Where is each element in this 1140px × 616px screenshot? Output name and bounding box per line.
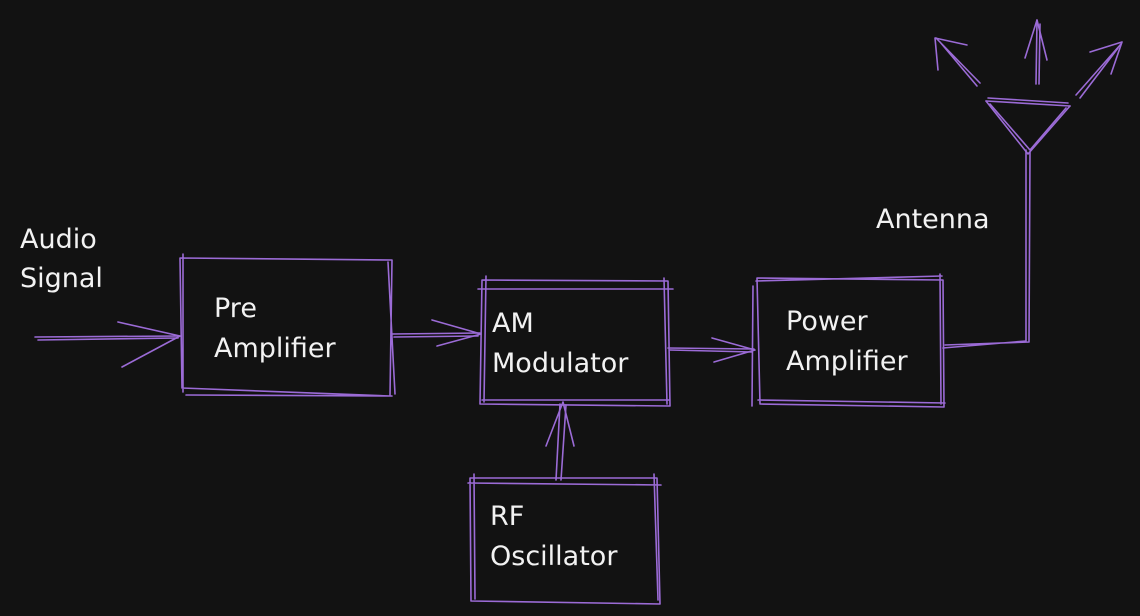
- power-amplifier-label-line-2: Amplifier: [786, 346, 909, 377]
- feed-line-to-antenna: [942, 149, 1031, 349]
- arrow-preamp-to-modulator: [391, 319, 482, 347]
- power-amplifier-block[interactable]: Power Amplifier: [751, 273, 946, 408]
- arrow-oscillator-to-modulator: [545, 401, 575, 481]
- am-modulator-label-line-2: Modulator: [492, 348, 629, 379]
- audio-signal-label: Audio Signal: [20, 224, 103, 294]
- arrow-audio-to-preamp: [34, 321, 181, 368]
- pre-amplifier-label-line-1: Pre: [214, 293, 257, 324]
- audio-signal-label-line-2: Signal: [20, 263, 103, 294]
- am-modulator-box: [477, 275, 674, 407]
- am-modulator-block[interactable]: AM Modulator: [477, 275, 674, 407]
- pre-amplifier-block[interactable]: Pre Amplifier: [179, 253, 396, 397]
- pre-amplifier-label-line-2: Amplifier: [214, 333, 337, 364]
- antenna-icon: [934, 19, 1123, 155]
- arrow-modulator-to-power-amp: [667, 337, 756, 363]
- power-amplifier-box: [751, 273, 946, 408]
- rf-oscillator-block[interactable]: RF Oscillator: [467, 473, 662, 605]
- am-modulator-label-line-1: AM: [492, 308, 534, 339]
- power-amplifier-label-line-1: Power: [786, 306, 869, 337]
- rf-oscillator-label-line-1: RF: [490, 501, 524, 532]
- antenna-label: Antenna: [876, 204, 990, 235]
- pre-amplifier-box: [179, 253, 396, 397]
- rf-oscillator-box: [467, 473, 662, 605]
- rf-oscillator-label-line-2: Oscillator: [490, 541, 618, 572]
- audio-signal-label-line-1: Audio: [20, 224, 97, 255]
